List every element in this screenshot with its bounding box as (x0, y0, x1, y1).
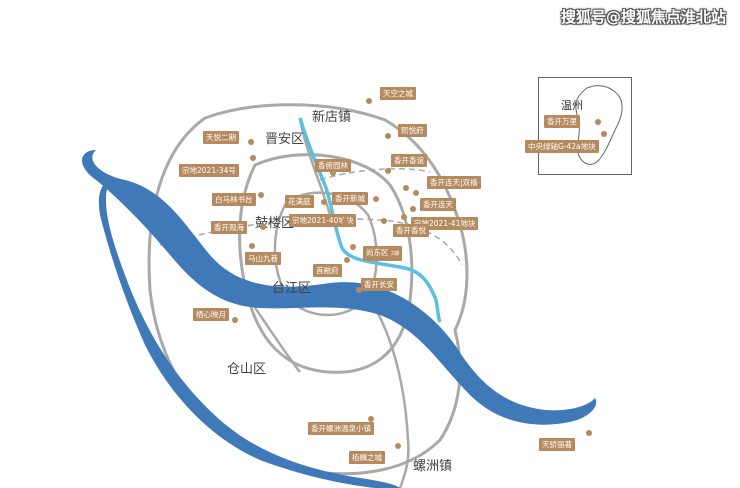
tag-zongdi40: 宗地2021-40地块 (289, 214, 357, 227)
inset-map: 温州 香开万里 中央绿轴G-42a地块 (525, 77, 632, 175)
dot-zongdi41 (401, 214, 407, 220)
outer-ring-road (147, 103, 469, 476)
tag-xiangyu: 香俯园林 (315, 159, 351, 172)
inset-city-label: 温州 (561, 99, 583, 112)
dot-xiangkai-xincheng (373, 196, 379, 202)
tag-xiangkai-xincheng: 香开新城 (332, 192, 368, 205)
dot-panyue (385, 133, 391, 139)
dot-zongdi34 (250, 155, 256, 161)
tag-xiangkai-liantian-shuang: 香开连天|双禧 (427, 176, 481, 189)
tag-tiankong: 天空之城 (380, 87, 416, 100)
dot-mashan (249, 243, 255, 249)
tag-xiangkai-guanhai: 香开观海 (211, 221, 247, 234)
dot-xiangkai-liantian-shuang-2 (413, 190, 419, 196)
tag-mashan: 马山九巷 (245, 252, 281, 265)
dot-zongdi40 (342, 218, 348, 224)
radial-road-west (248, 299, 301, 373)
dot-xiangkai-guanhai (260, 224, 266, 230)
district-jinan: 晋安区 (265, 132, 305, 147)
inset-dot-project2 (601, 131, 607, 137)
dot-xiangkai-liantian (410, 206, 416, 212)
dot-huaman (321, 199, 327, 205)
district-taijiang: 台江区 (272, 281, 312, 296)
river (82, 150, 597, 425)
dot-tianjiao (586, 430, 592, 436)
dot-tiankong (366, 98, 372, 104)
watermark: 搜狐号@搜狐焦点淮北站 (560, 8, 726, 26)
tag-shoufu: 首融府 (313, 264, 342, 277)
tag-tongyuan: 栢櫞之城 (349, 451, 385, 464)
district-cangshan: 仓山区 (227, 362, 267, 377)
dot-xiangkai-xiangyue (381, 218, 387, 224)
dot-qixin (232, 317, 238, 323)
dot-xiangkai-changan (356, 287, 362, 293)
district-luozhou: 螺洲镇 (413, 459, 453, 474)
tag-qixin: 栖心映月 (193, 308, 229, 321)
inset-dot-project1 (595, 119, 601, 125)
inset-tag-project2: 中央绿轴G-42a地块 (525, 140, 599, 153)
dot-shoufu (344, 257, 350, 263)
dot-luozhou-project (368, 416, 374, 422)
tag-baima: 白马林书台 (212, 193, 256, 206)
tag-shangdong-phase: 2期 (390, 251, 400, 257)
tag-huaman: 花满庭 (285, 195, 314, 208)
tag-xiangkai-xiangyue: 香开香悦 (393, 224, 429, 237)
tag-tianyue: 天悦二期 (203, 131, 239, 144)
tag-xiangkai-changan: 香开长安 (361, 278, 397, 291)
dot-tianyue (248, 139, 254, 145)
tag-shangdong-text: 尚东区 (366, 248, 389, 257)
tag-tianjiao: 天骄丽著 (539, 438, 575, 451)
metro-line (298, 117, 442, 323)
dot-shangdong (350, 244, 356, 250)
tag-xiangkai-liantian: 香开连天 (420, 198, 456, 211)
tag-panyue: 熙悦府 (398, 124, 427, 137)
inset-land-shape (575, 85, 623, 165)
dot-xiangkai-liantian-shuang (403, 185, 409, 191)
tag-xiangkai-xiangyuan: 香开香谊 (391, 154, 427, 167)
tag-zongdi34: 宗地2021-34号 (179, 164, 239, 177)
inset-tag-project1: 香开万里 (544, 115, 580, 128)
tag-luozhou-project: 香开螺洲温泉小镇 (308, 422, 374, 435)
district-xindian: 新店镇 (312, 110, 352, 125)
dot-tongyuan (395, 443, 401, 449)
dot-xiangyu (330, 170, 336, 176)
dot-xiangkai-xiangyuan (385, 168, 391, 174)
tag-shangdong: 尚东区 2期 (363, 246, 403, 261)
radial-road-east (368, 299, 410, 488)
cross-road-2 (319, 168, 431, 181)
dot-baima (258, 192, 264, 198)
